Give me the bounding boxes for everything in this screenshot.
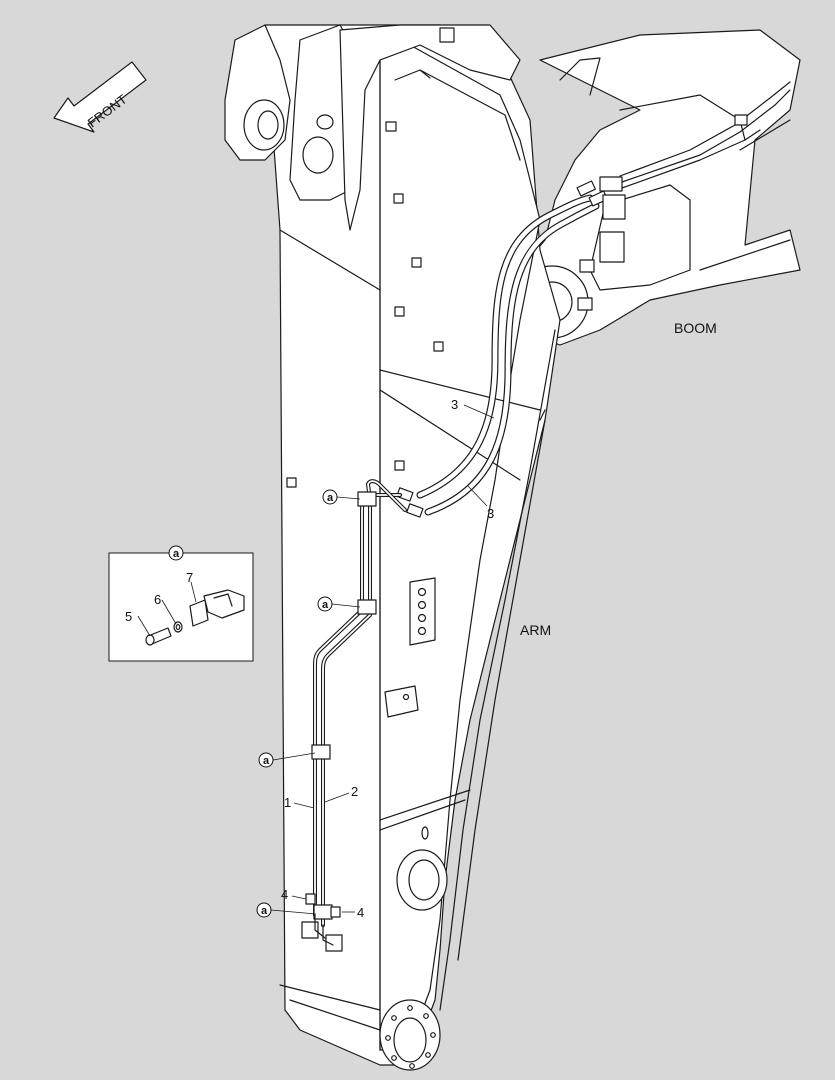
clamp-bracket bbox=[189, 599, 209, 627]
boom-edge bbox=[739, 119, 791, 151]
clamp-callout-label: a bbox=[173, 548, 180, 560]
callout-5: 5 bbox=[125, 609, 132, 624]
pipe-clamp bbox=[357, 599, 377, 615]
boom-label: BOOM bbox=[674, 320, 717, 336]
arm-edge bbox=[379, 389, 521, 481]
arm-edge bbox=[289, 999, 381, 1031]
arm-top-plate bbox=[339, 24, 521, 231]
arm-boss bbox=[394, 306, 405, 317]
arm-edge bbox=[439, 329, 556, 1011]
flange-bolt bbox=[391, 1015, 397, 1021]
flange-bolt bbox=[425, 1052, 431, 1058]
port bbox=[417, 587, 427, 597]
arm-boss bbox=[433, 341, 444, 352]
part-callouts: 3 3 1 2 4 4 bbox=[281, 397, 494, 920]
callout-6: 6 bbox=[154, 592, 161, 607]
flange-bolt bbox=[385, 1035, 391, 1041]
pipe-assembly bbox=[301, 479, 407, 952]
pipe-clamp bbox=[313, 904, 333, 920]
pipe-clamp bbox=[357, 491, 377, 507]
callout-3-upper: 3 bbox=[451, 397, 458, 412]
arm-edge bbox=[279, 229, 381, 291]
hose-assembly bbox=[396, 81, 791, 518]
arm-label: ARM bbox=[520, 622, 551, 638]
arm-edge bbox=[457, 419, 546, 961]
callout-1: 1 bbox=[284, 795, 291, 810]
arm-link-pin bbox=[316, 114, 334, 130]
clamp-callout-icon bbox=[258, 752, 274, 768]
boom-bracket bbox=[577, 297, 593, 311]
clamp-callout-icon bbox=[322, 489, 338, 505]
clamp-block bbox=[203, 589, 245, 619]
arm-lug-hole bbox=[402, 693, 410, 701]
arm-tip-bore bbox=[393, 1017, 427, 1063]
arm-boss bbox=[286, 477, 297, 488]
arm-edge bbox=[379, 369, 541, 411]
arm-edge bbox=[379, 799, 466, 831]
clamp-callout-label: a bbox=[261, 905, 268, 917]
clamp-callout-icon bbox=[168, 545, 184, 561]
arm-lower-hole bbox=[408, 859, 440, 901]
callout-3-lower: 3 bbox=[487, 506, 494, 521]
front-arrow-icon: FRONT bbox=[53, 61, 147, 133]
arm-boss bbox=[411, 257, 422, 268]
hose-fitting bbox=[396, 487, 414, 502]
bolt-head bbox=[145, 634, 155, 646]
arm-top-block bbox=[439, 27, 455, 43]
arm-link-boss bbox=[302, 136, 334, 174]
clamp-callouts: a a a a bbox=[256, 489, 361, 918]
callout-2: 2 bbox=[351, 784, 358, 799]
front-arrow-shape bbox=[53, 61, 147, 133]
clamp-callout-label: a bbox=[322, 599, 329, 611]
arm-top-pin bbox=[257, 110, 279, 140]
clamp-callout-icon bbox=[256, 902, 272, 918]
arm-edge bbox=[394, 69, 521, 161]
detail-inset: 5 6 7 a bbox=[108, 545, 254, 662]
clamp-callout-label: a bbox=[263, 755, 270, 767]
port bbox=[417, 626, 427, 636]
arm-lug bbox=[384, 685, 419, 718]
flange-bolt bbox=[407, 1005, 413, 1011]
boom-pipe bbox=[621, 129, 761, 189]
arm-boss bbox=[393, 193, 404, 204]
port-block bbox=[409, 577, 436, 646]
boom-valve bbox=[602, 194, 626, 220]
boom-bracket bbox=[579, 259, 595, 273]
flange-bolt bbox=[423, 1013, 429, 1019]
arm-boss bbox=[385, 121, 397, 132]
clamp-callout-icon bbox=[317, 596, 333, 612]
flange-bolt bbox=[391, 1055, 397, 1061]
boom-edge bbox=[559, 57, 601, 96]
boom-valve-bracket bbox=[599, 231, 625, 263]
plug bbox=[330, 906, 341, 918]
boom-edge bbox=[699, 239, 791, 271]
callout-4-right: 4 bbox=[357, 905, 364, 920]
arm-structure bbox=[224, 24, 561, 1071]
boom-clamp bbox=[734, 114, 748, 126]
flange-bolt bbox=[430, 1032, 436, 1038]
boom-pipe bbox=[621, 89, 791, 183]
pipe-end-fitting bbox=[301, 921, 319, 939]
arm-small-hole bbox=[421, 826, 429, 840]
port bbox=[417, 600, 427, 610]
pipe-clamp bbox=[311, 744, 331, 760]
callout-4-left: 4 bbox=[281, 887, 288, 902]
boom-body bbox=[504, 29, 801, 346]
arm-edge bbox=[379, 789, 471, 821]
callout-7: 7 bbox=[186, 570, 193, 585]
flange-bolt bbox=[409, 1063, 415, 1069]
clamp-callout-label: a bbox=[327, 492, 334, 504]
hose-fitting bbox=[576, 180, 596, 197]
arm-slot bbox=[419, 69, 431, 79]
plug bbox=[305, 893, 316, 905]
port bbox=[417, 613, 427, 623]
boom-fitting-block bbox=[599, 176, 623, 192]
pipe-end-fitting bbox=[325, 934, 343, 952]
arm-edge bbox=[279, 984, 381, 1011]
arm-boss bbox=[394, 460, 405, 471]
arm-edge bbox=[539, 409, 546, 421]
hose-fitting bbox=[406, 503, 424, 518]
